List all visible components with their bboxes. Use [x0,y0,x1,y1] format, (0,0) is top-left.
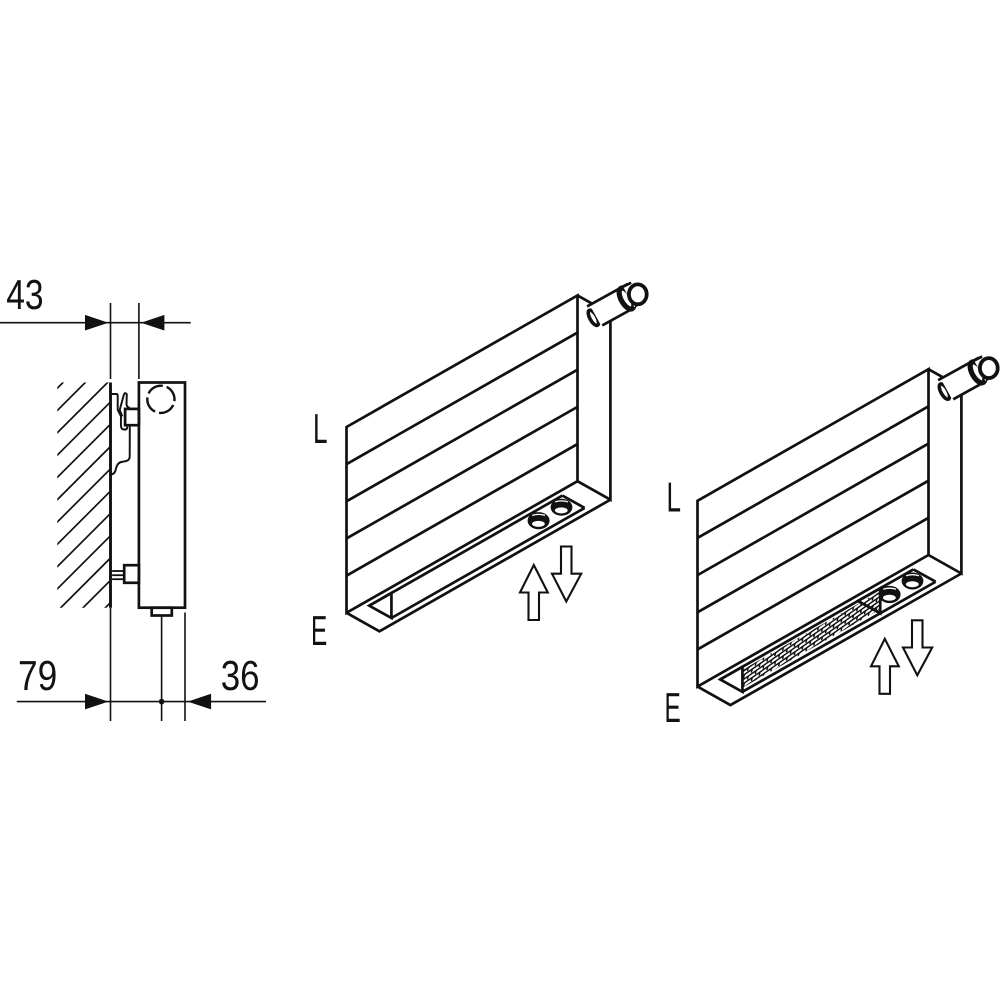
svg-text:36: 36 [221,652,260,699]
svg-text:E: E [311,607,327,654]
svg-text:E: E [665,684,681,731]
svg-text:L: L [313,405,327,452]
svg-text:43: 43 [6,271,43,318]
svg-text:79: 79 [18,652,57,699]
svg-text:L: L [667,474,681,521]
